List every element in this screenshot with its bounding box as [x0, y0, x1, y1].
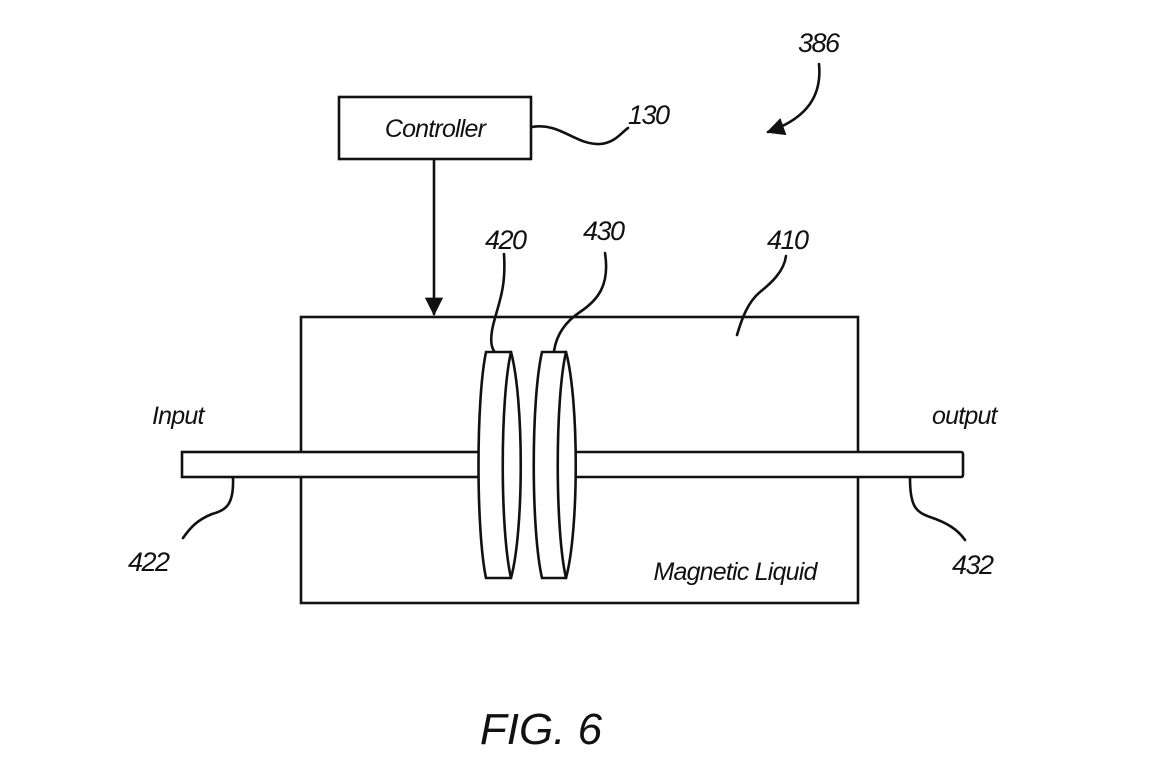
input-label: Input: [152, 402, 205, 430]
plate-420-leader-line: [489, 252, 506, 353]
input-shaft: Input 422: [128, 402, 484, 577]
system-ref-arrow: [766, 62, 821, 136]
system-reference: 386: [766, 28, 843, 136]
input-shaft-leader-line: [181, 476, 235, 540]
system-ref-label: 386: [798, 28, 841, 58]
output-shaft-body: [564, 450, 965, 479]
input-shaft-body: [180, 450, 484, 479]
controller-ref-label: 130: [628, 100, 670, 130]
controller-leader-line: [530, 125, 630, 146]
plate-420-body: [477, 350, 523, 580]
figure-caption: FIG. 6: [480, 705, 603, 754]
housing-label: Magnetic Liquid: [653, 558, 818, 586]
output-shaft-ref-label: 432: [952, 550, 994, 580]
housing-ref-label: 410: [767, 225, 809, 255]
output-shaft: output 432: [564, 402, 999, 580]
output-label: output: [932, 402, 999, 430]
plate-430-body: [532, 350, 578, 580]
plate-420: [477, 350, 523, 580]
output-shaft-leader-line: [908, 476, 967, 542]
plate-430-ref-label: 430: [583, 216, 625, 246]
controller-block: Controller 130: [337, 95, 672, 161]
plate-430-face: [556, 350, 568, 580]
plate-420-face: [501, 350, 513, 580]
housing-leader-line: [735, 254, 788, 337]
plate-430: [532, 350, 578, 580]
controller-box: [337, 95, 533, 161]
plate-420-ref-label: 420: [485, 225, 527, 255]
input-shaft-ref-label: 422: [128, 547, 170, 577]
controller-label: Controller: [385, 115, 488, 143]
plate-430-leader-line: [552, 251, 608, 353]
reference-leaders: 420 430 410: [485, 216, 811, 353]
